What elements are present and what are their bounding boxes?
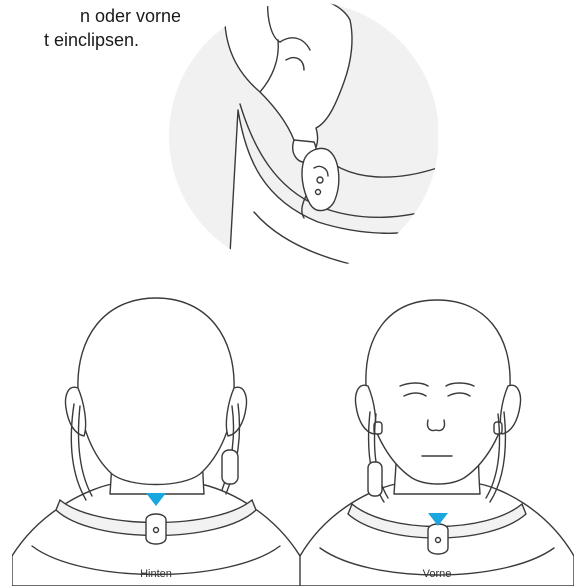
instruction-line-2: t einclipsen. — [44, 28, 180, 52]
front-view-illustration — [300, 294, 574, 586]
caption-back: Hinten — [12, 568, 300, 580]
instruction-line-1: n oder vorne am — [80, 4, 180, 28]
caption-front: Vorne — [300, 568, 574, 580]
clip-closeup-illustration — [168, 0, 438, 272]
back-view-illustration — [12, 294, 300, 586]
instruction-text: n oder vorne am t einclipsen. — [0, 4, 180, 52]
